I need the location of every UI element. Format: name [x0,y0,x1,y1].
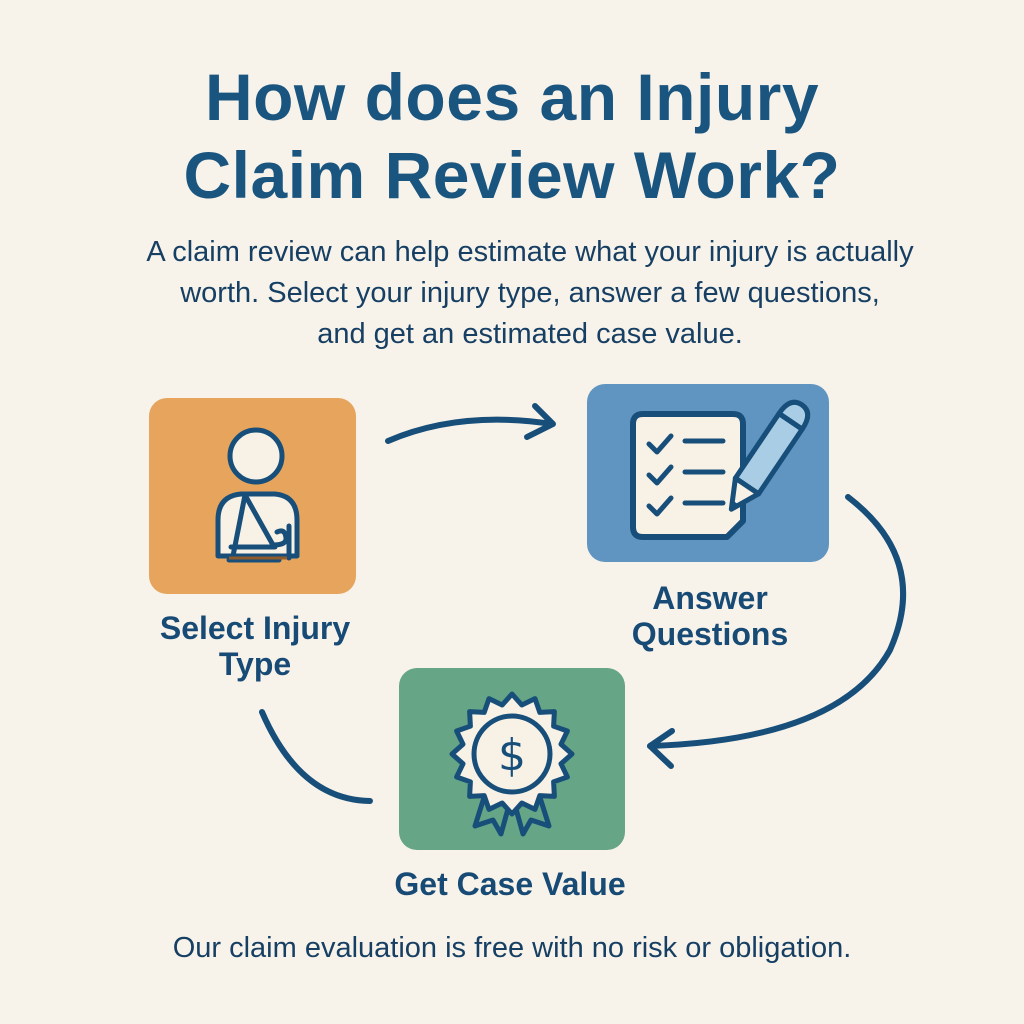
dollar-sign-icon: $ [498,730,526,781]
step-label-get-case-value: Get Case Value [360,866,660,902]
step-label-line: Select Injury [159,610,351,646]
step-card-get-case-value: $ [399,668,625,850]
step-label-line: Questions [631,616,789,652]
page-title: How does an Injury Claim Review Work? [0,58,1024,214]
step-label-line: Answer [652,580,768,616]
step-label-line: Type [218,646,292,682]
title-line-2: Claim Review Work? [183,138,841,212]
intro-line-2: worth. Select your injury type, answer a… [180,277,880,309]
step-label-line: Get Case Value [394,866,626,902]
title-line-1: How does an Injury [204,60,820,134]
arrow-head-2 [647,728,675,769]
intro-line-3: and get an estimated case value. [317,318,743,350]
step-label-answer-questions: Answer Questions [590,580,830,652]
step-card-select-injury [149,398,356,594]
intro-text: A claim review can help estimate what yo… [80,232,980,355]
footer-note: Our claim evaluation is free with no ris… [172,932,852,964]
step-label-select-injury-type: Select Injury Type [130,610,380,682]
arrow-step2-to-step3 [647,494,907,749]
step-card-answer-questions [587,384,829,562]
intro-line-1: A claim review can help estimate what yo… [146,236,914,268]
checklist-pencil-icon [630,399,811,540]
arrow-step3-to-step1 [259,709,373,804]
arrow-step1-to-step2 [385,416,555,444]
arm-sling-person-icon [215,427,300,563]
dollar-award-badge-icon: $ [449,691,575,837]
arrow-head-1 [524,403,556,440]
